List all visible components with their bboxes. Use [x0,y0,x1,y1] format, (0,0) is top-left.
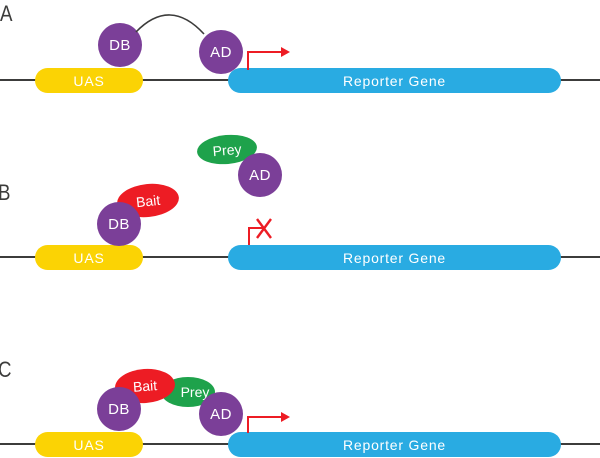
panel-b-label: B [0,180,10,206]
transcription-arrow-icon [247,47,290,70]
ad-domain: AD [199,392,243,436]
reporter-gene-pill: Reporter Gene [228,432,561,457]
prey-label: Prey [180,384,210,400]
db-domain: DB [97,387,141,431]
db-label: DB [108,215,130,233]
uas-pill: UAS [35,245,143,270]
uas-pill: UAS [35,68,143,93]
db-label: DB [108,400,130,418]
reporter-gene-label: Reporter Gene [342,72,446,89]
ad-domain: AD [238,153,282,197]
uas-label: UAS [73,249,105,266]
db-label: DB [109,36,131,54]
reporter-gene-pill: Reporter Gene [228,68,561,93]
uas-pill: UAS [35,432,143,457]
prey-label: Prey [211,140,243,159]
blocked-transcription-icon [248,218,272,245]
reporter-gene-label: Reporter Gene [342,249,446,266]
db-ad-interaction-arc-icon [135,14,205,35]
reporter-gene-pill: Reporter Gene [228,245,561,270]
panel-a-label: A [0,1,13,26]
ad-domain: AD [199,30,243,74]
uas-label: UAS [73,72,105,89]
transcription-arrow-icon [247,412,290,433]
bait-label: Bait [132,377,158,395]
db-domain: DB [97,202,141,246]
ad-label: AD [249,166,271,184]
uas-label: UAS [73,436,105,453]
bait-label: Bait [135,191,161,210]
reporter-gene-label: Reporter Gene [342,436,446,453]
db-domain: DB [98,23,142,67]
panel-c-label: C [0,357,12,383]
ad-label: AD [210,43,232,61]
ad-label: AD [210,405,232,423]
